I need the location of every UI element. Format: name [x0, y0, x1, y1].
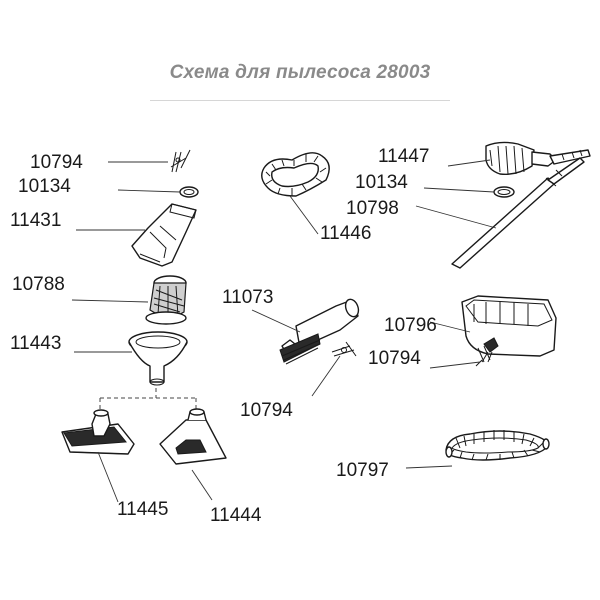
label-10798: 10798: [346, 198, 399, 219]
diagram-title: Схема для пылесоса 28003: [169, 62, 431, 83]
label-11431: 11431: [10, 210, 61, 231]
label-11445: 11445: [117, 499, 168, 520]
label-11447: 11447: [378, 146, 429, 167]
brush-part-11073: [279, 298, 360, 365]
label-11073: 11073: [222, 287, 273, 308]
vacuum-head-part-11444: [159, 408, 227, 465]
leader-10796: [429, 321, 471, 333]
label-10788: 10788: [12, 274, 65, 295]
clip-pin-part-top-left: [170, 149, 191, 173]
title-divider: [150, 100, 450, 101]
label-10794-c: 10794: [368, 348, 421, 369]
label-11444: 11444: [210, 505, 262, 526]
o-ring-part-left: [179, 186, 199, 198]
leader-10794-b: [311, 355, 341, 397]
label-11443: 11443: [10, 333, 61, 354]
clip-pin-part-right: [475, 345, 491, 367]
o-ring-part-right: [493, 186, 515, 198]
clip-pin-part-middle: [331, 341, 357, 357]
leader-11445: [97, 451, 119, 503]
label-10796: 10796: [384, 315, 437, 336]
telescopic-pole-part-10798: [451, 157, 585, 269]
leader-10788: [71, 299, 149, 303]
connector-dashed: [99, 388, 197, 412]
pole-adapter-part-11447: [485, 141, 591, 176]
leader-10134-a: [117, 189, 181, 193]
leader-10798: [415, 205, 497, 229]
leader-10794-c: [429, 361, 481, 369]
label-11446: 11446: [320, 223, 371, 244]
leader-10797: [405, 465, 453, 469]
leader-11073: [251, 309, 301, 333]
label-10134-b: 10134: [355, 172, 408, 193]
hose-part-10797: [445, 430, 550, 461]
label-10797: 10797: [336, 460, 389, 481]
filter-bag-part-10788: [145, 275, 187, 325]
vacuum-head-part-11445: [61, 409, 135, 455]
gasket-part-11446: [261, 152, 330, 197]
skimmer-part-10796: [461, 295, 557, 363]
funnel-part-11443: [128, 331, 188, 386]
adapter-part-11431: [131, 203, 197, 267]
label-10794-a: 10794: [30, 152, 83, 173]
label-10794-b: 10794: [240, 400, 293, 421]
leader-11447: [447, 159, 491, 167]
leader-10134-b: [423, 187, 495, 193]
label-10134-a: 10134: [18, 176, 71, 197]
leader-11446: [289, 195, 319, 235]
leader-11444: [191, 469, 213, 501]
